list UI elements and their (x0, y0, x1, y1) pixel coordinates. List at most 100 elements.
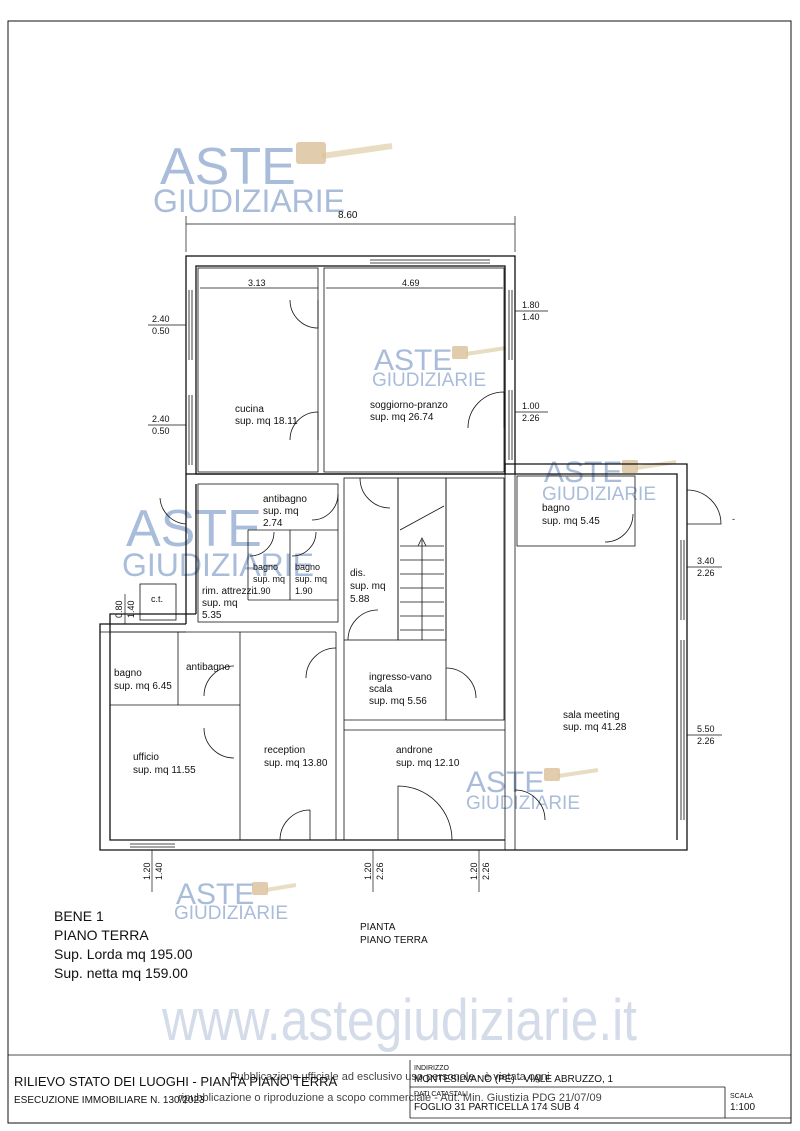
svg-text:sala meeting: sala meeting (563, 710, 620, 721)
svg-text:RILIEVO STATO DEI LUOGHI - PIA: RILIEVO STATO DEI LUOGHI - PIANTA PIANO … (14, 1074, 337, 1089)
svg-text:sup. mq: sup. mq (350, 581, 386, 592)
svg-text:2.74: 2.74 (263, 518, 283, 529)
svg-text:-: - (732, 514, 735, 524)
svg-text:antibagno: antibagno (263, 494, 307, 505)
svg-text:2.26: 2.26 (522, 413, 540, 423)
svg-text:5.88: 5.88 (350, 594, 370, 605)
svg-text:GIUDIZIARIE: GIUDIZIARIE (122, 547, 314, 583)
gavel-icon (252, 882, 297, 895)
svg-text:sup. mq 12.10: sup. mq 12.10 (396, 758, 460, 769)
svg-text:ingresso-vano: ingresso-vano (369, 672, 432, 683)
svg-text:1:100: 1:100 (730, 1102, 755, 1113)
svg-text:8.60: 8.60 (338, 210, 358, 221)
watermark-logo-bottom: ASTE GIUDIZIARIE (174, 878, 297, 924)
dimension-labels: 3.13 4.69 2.40 0.50 2.40 0.50 1.80 1.40 … (114, 278, 735, 892)
svg-text:ASTE: ASTE (160, 138, 296, 196)
svg-text:ASTE: ASTE (374, 344, 452, 377)
svg-text:SCALA: SCALA (730, 1093, 753, 1100)
svg-text:ASTE: ASTE (176, 878, 254, 911)
svg-text:androne: androne (396, 745, 433, 756)
interior-walls (100, 267, 636, 850)
svg-text:2.26: 2.26 (697, 568, 715, 578)
svg-text:5.50: 5.50 (697, 724, 715, 734)
svg-text:1.40: 1.40 (522, 312, 540, 322)
svg-text:bagno: bagno (253, 562, 278, 572)
svg-text:soggiorno-pranzo: soggiorno-pranzo (370, 400, 448, 411)
svg-text:bagno: bagno (295, 562, 320, 572)
watermark-logo-androne: ASTE GIUDIZIARIE (466, 766, 599, 814)
svg-text:BENE 1: BENE 1 (54, 908, 104, 924)
svg-text:INDIRIZZO: INDIRIZZO (414, 1065, 450, 1072)
svg-text:MONTESILVANO (PE) - VIALE ABRU: MONTESILVANO (PE) - VIALE ABRUZZO, 1 (414, 1074, 614, 1085)
svg-text:DATI CATASTALI: DATI CATASTALI (414, 1091, 468, 1098)
doors (159, 299, 722, 841)
watermark-logo-mid: ASTE GIUDIZIARIE (372, 344, 507, 391)
svg-text:GIUDIZIARIE: GIUDIZIARIE (372, 370, 486, 391)
watermark-logo-right: ASTE GIUDIZIARIE (542, 456, 677, 505)
svg-text:PIANO TERRA: PIANO TERRA (360, 935, 428, 946)
dimension-total-width: 8.60 (185, 210, 516, 252)
svg-text:bagno: bagno (114, 668, 142, 679)
windows (130, 259, 685, 848)
room-labels: cucina sup. mq 18.11 soggiorno-pranzo su… (114, 400, 627, 776)
svg-text:4.69: 4.69 (402, 278, 420, 288)
svg-text:ufficio: ufficio (133, 752, 159, 763)
svg-text:ASTE: ASTE (544, 456, 622, 489)
svg-text:GIUDIZIARIE: GIUDIZIARIE (466, 793, 580, 814)
svg-text:cucina: cucina (235, 404, 264, 415)
svg-text:2.40: 2.40 (152, 414, 170, 424)
svg-text:1.90: 1.90 (295, 586, 313, 596)
gavel-icon (622, 460, 677, 473)
title-block: RILIEVO STATO DEI LUOGHI - PIANTA PIANO … (8, 1054, 791, 1119)
svg-text:1.00: 1.00 (522, 401, 540, 411)
svg-text:2.26: 2.26 (481, 862, 491, 880)
svg-text:0.50: 0.50 (152, 326, 170, 336)
svg-text:PIANO TERRA: PIANO TERRA (54, 927, 149, 943)
svg-text:1.40: 1.40 (154, 862, 164, 880)
svg-text:ASTE: ASTE (126, 500, 262, 558)
svg-text:sup. mq: sup. mq (253, 574, 285, 584)
svg-text:1.20: 1.20 (142, 862, 152, 880)
exterior-walls (99, 255, 688, 851)
svg-text:sup. mq 5.56: sup. mq 5.56 (369, 696, 427, 707)
svg-text:3.40: 3.40 (697, 556, 715, 566)
svg-text:reception: reception (264, 745, 305, 756)
svg-text:3.13: 3.13 (248, 278, 266, 288)
svg-text:sup. mq 6.45: sup. mq 6.45 (114, 681, 172, 692)
svg-text:1.90: 1.90 (253, 586, 271, 596)
gavel-icon (452, 346, 507, 359)
svg-text:sup. mq 18.11: sup. mq 18.11 (235, 416, 298, 427)
svg-text:1.20: 1.20 (469, 862, 479, 880)
summary-block: BENE 1 PIANO TERRA Sup. Lorda mq 195.00 … (54, 908, 193, 981)
gavel-icon (296, 142, 393, 164)
svg-text:sup. mq 13.80: sup. mq 13.80 (264, 758, 328, 769)
svg-text:2.40: 2.40 (152, 314, 170, 324)
svg-text:Pubblicazione ufficiale ad esc: Pubblicazione ufficiale ad esclusivo uso… (230, 1071, 550, 1083)
svg-text:sup. mq 5.45: sup. mq 5.45 (542, 516, 600, 527)
website-watermark: www.astegiudiziarie.it (161, 988, 637, 1053)
watermark-logo-top: ASTE GIUDIZIARIE (153, 138, 393, 219)
svg-text:bagno: bagno (542, 503, 570, 514)
svg-text:c.t.: c.t. (151, 594, 163, 604)
svg-text:1.80: 1.80 (522, 300, 540, 310)
svg-text:GIUDIZIARIE: GIUDIZIARIE (174, 903, 288, 924)
svg-text:sup. mq: sup. mq (263, 506, 299, 517)
svg-text:sup. mq: sup. mq (295, 574, 327, 584)
page-frame (7, 20, 792, 1124)
watermark-logo-left: ASTE GIUDIZIARIE (122, 500, 314, 583)
svg-text:2.26: 2.26 (375, 862, 385, 880)
svg-text:2.26: 2.26 (697, 736, 715, 746)
svg-text:PIANTA: PIANTA (360, 922, 396, 933)
svg-text:5.35: 5.35 (202, 610, 222, 621)
svg-text:ripubblicazione o riproduzione: ripubblicazione o riproduzione a scopo c… (178, 1092, 602, 1104)
staircase (399, 505, 445, 640)
svg-text:0.50: 0.50 (152, 426, 170, 436)
svg-text:0.80: 0.80 (114, 600, 124, 618)
svg-text:ESECUZIONE IMMOBILIARE N. 130/: ESECUZIONE IMMOBILIARE N. 130/2023 (14, 1095, 205, 1106)
svg-text:GIUDIZIARIE: GIUDIZIARIE (153, 183, 345, 219)
svg-text:sup. mq: sup. mq (202, 598, 238, 609)
svg-text:sup. mq 26.74: sup. mq 26.74 (370, 412, 434, 423)
plan-label: PIANTA PIANO TERRA (360, 922, 428, 946)
svg-text:sup. mq 11.55: sup. mq 11.55 (133, 765, 196, 776)
svg-text:scala: scala (369, 684, 393, 695)
